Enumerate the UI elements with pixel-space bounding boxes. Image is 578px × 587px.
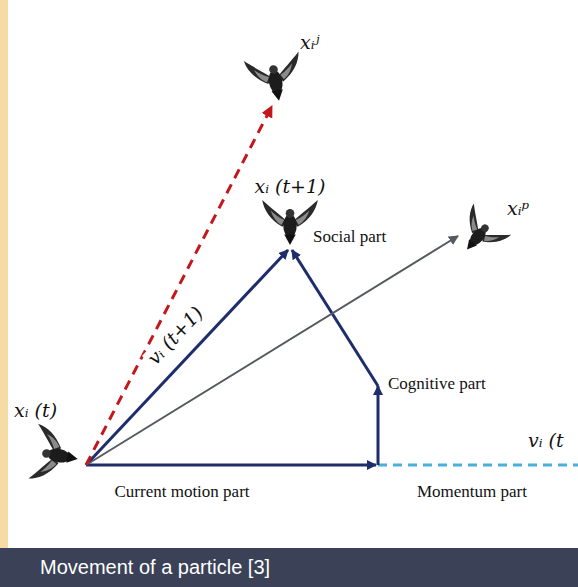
- personal-best-label: xᵢᵖ: [507, 198, 529, 220]
- personal-best-arrow: [86, 236, 458, 465]
- momentum-line: [378, 464, 578, 467]
- velocity-label: vᵢ (t: [528, 430, 564, 452]
- bird-next: [262, 200, 318, 245]
- global-best-arrow: [86, 106, 272, 465]
- social-arrow: [292, 250, 378, 386]
- part-label: Cognitive part: [388, 374, 486, 394]
- part-label: Social part: [313, 227, 386, 247]
- global-best-label: xᵢʲ: [300, 32, 320, 54]
- bird-current: [28, 424, 82, 487]
- next-position-label: xᵢ (t+1): [254, 176, 325, 198]
- figure-caption: Movement of a particle [3]: [40, 556, 270, 579]
- cognitive-arrow: [377, 386, 380, 465]
- part-label: Current motion part: [114, 482, 249, 502]
- velocity-arrow: [86, 250, 288, 465]
- bird-global-best: [244, 51, 307, 105]
- bird-personal-best: [448, 204, 511, 266]
- current-position-label: xᵢ (t): [14, 400, 57, 422]
- part-label: Momentum part: [417, 482, 527, 502]
- current-motion-arrow: [86, 464, 376, 467]
